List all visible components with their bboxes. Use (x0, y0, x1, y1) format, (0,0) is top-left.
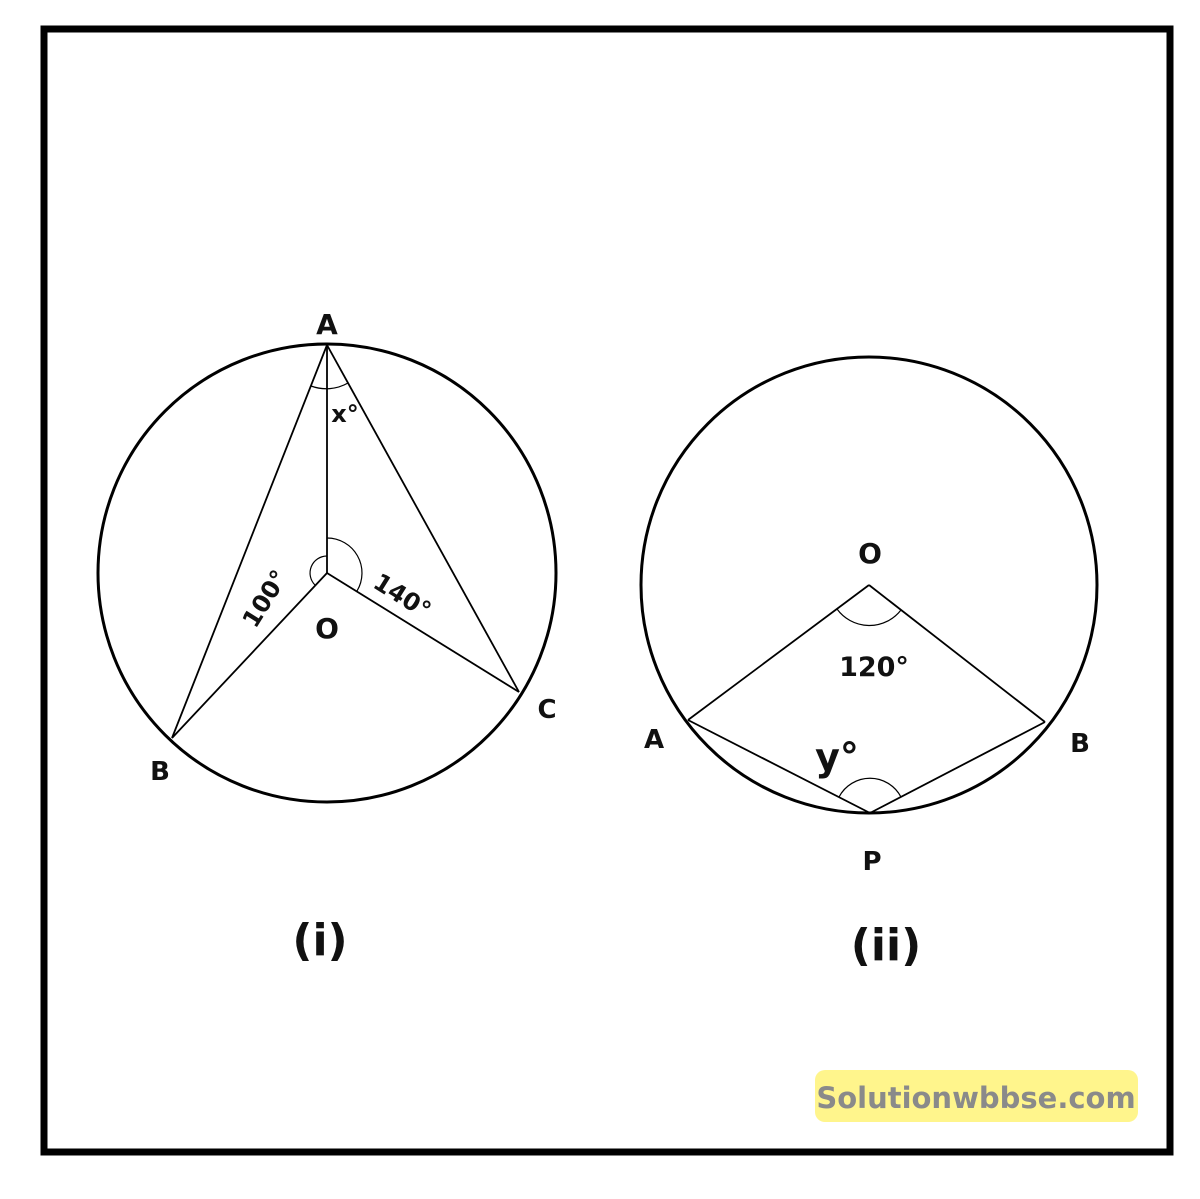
angle-120-label: 120° (839, 652, 909, 683)
caption-ii: (ii) (851, 920, 921, 971)
watermark: Solutionwbbse.com (815, 1070, 1138, 1122)
chord-ac (326, 344, 520, 693)
frame (40, 25, 1174, 1156)
angle-arc-apb (838, 777, 902, 798)
point-o-label: O (315, 612, 339, 645)
figure-i: A x° 100° 140° O C B (i) (96, 308, 558, 966)
angle-arc-a (310, 382, 349, 390)
point-b-label: B (1070, 729, 1090, 759)
caption-i: (i) (292, 915, 347, 966)
point-a-label: A (644, 725, 664, 755)
point-c-label: C (537, 695, 556, 725)
angle-140-label: 140° (368, 568, 436, 625)
point-a-label: A (316, 308, 338, 341)
chord-ab (171, 344, 328, 739)
angle-y-label: y° (815, 735, 859, 779)
radius-oc (326, 572, 520, 693)
angle-x-label: x° (331, 400, 358, 428)
point-p-label: P (862, 847, 881, 877)
angle-arc-aob (309, 555, 328, 586)
point-b-label: B (150, 757, 170, 787)
radius-oa (687, 584, 870, 721)
chord-ap (687, 719, 871, 814)
point-o-label: O (858, 537, 882, 570)
watermark-text: Solutionwbbse.com (816, 1081, 1135, 1115)
angle-arc-aob (836, 608, 902, 627)
circle-i (96, 342, 558, 804)
figure-ii: O 120° A B y° P (ii) (639, 355, 1099, 971)
radius-ob (171, 572, 328, 739)
angle-100-label: 100° (237, 565, 294, 633)
chord-bp (869, 721, 1046, 814)
watermark-background (815, 1070, 1138, 1122)
angle-arc-aoc (326, 537, 363, 592)
radius-ob (868, 584, 1046, 723)
